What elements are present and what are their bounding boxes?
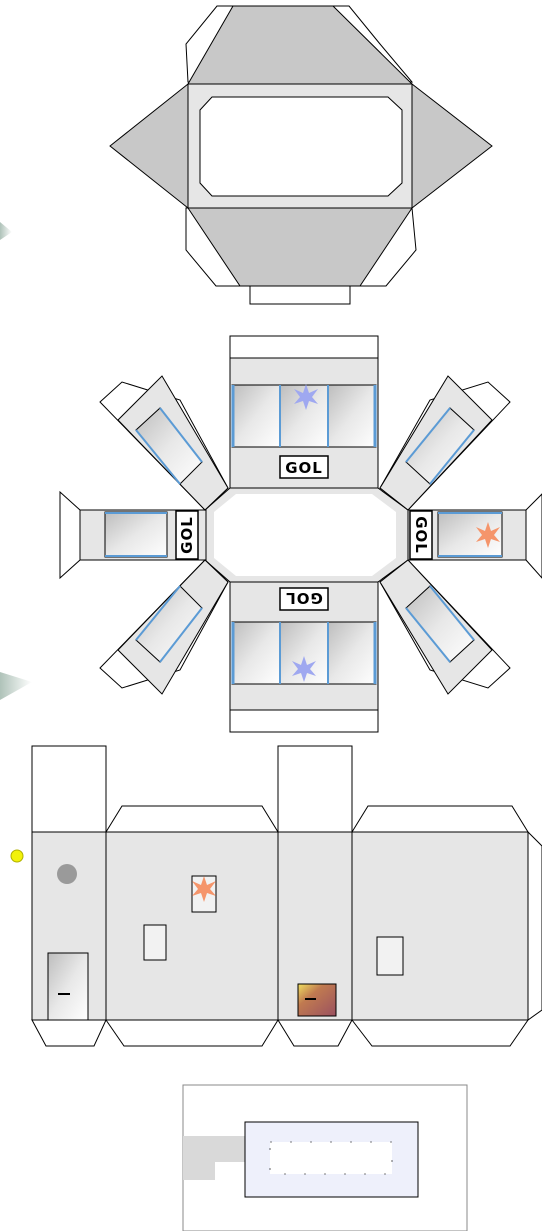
circle-vent-icon <box>57 864 77 884</box>
sign-left-text: GOL <box>178 516 196 554</box>
diag-arm-upper-left <box>99 375 229 511</box>
base-opening <box>269 1141 393 1175</box>
sign-top: GOL <box>279 455 329 479</box>
bottom-windows <box>231 621 377 685</box>
star-icon <box>476 522 500 548</box>
left-arm-tab <box>59 490 81 580</box>
star-icon <box>192 876 216 902</box>
top-arm-tab <box>229 335 379 359</box>
wall-piece <box>31 745 542 1047</box>
diag-arm-lower-right <box>379 559 511 695</box>
sign-bottom: GOL <box>279 587 329 611</box>
wall-strip <box>31 831 529 1021</box>
sign-bottom-text: GOL <box>285 589 323 607</box>
window-small <box>376 936 404 976</box>
door <box>47 952 89 1021</box>
body-piece: GOL GOL GOL GOL <box>59 335 542 733</box>
sign-right: GOL <box>409 510 433 560</box>
roof-left-slope <box>109 82 189 210</box>
lamp-icon <box>10 849 24 863</box>
brown-box <box>297 983 337 1017</box>
bottom-arm-tab <box>229 709 379 733</box>
right-arm-tab <box>525 493 542 579</box>
sign-left: GOL <box>175 510 199 560</box>
sign-right-text: GOL <box>412 516 430 554</box>
roof-window-opening <box>199 96 403 197</box>
arrow-marker-lower <box>0 672 32 700</box>
star-icon <box>292 656 316 682</box>
center-opening <box>214 494 396 576</box>
roof-glue-flap <box>249 285 351 305</box>
window-small <box>143 924 167 961</box>
base-piece <box>182 1084 468 1231</box>
sign-top-text: GOL <box>285 459 323 477</box>
diag-arm-upper-right <box>379 375 511 511</box>
roof-right-slope <box>411 82 493 210</box>
roof-bottom-slope <box>187 207 413 287</box>
star-icon <box>294 384 318 410</box>
diag-arm-lower-left <box>99 559 229 695</box>
roof-piece <box>109 5 493 305</box>
arrow-marker-upper <box>0 222 12 240</box>
